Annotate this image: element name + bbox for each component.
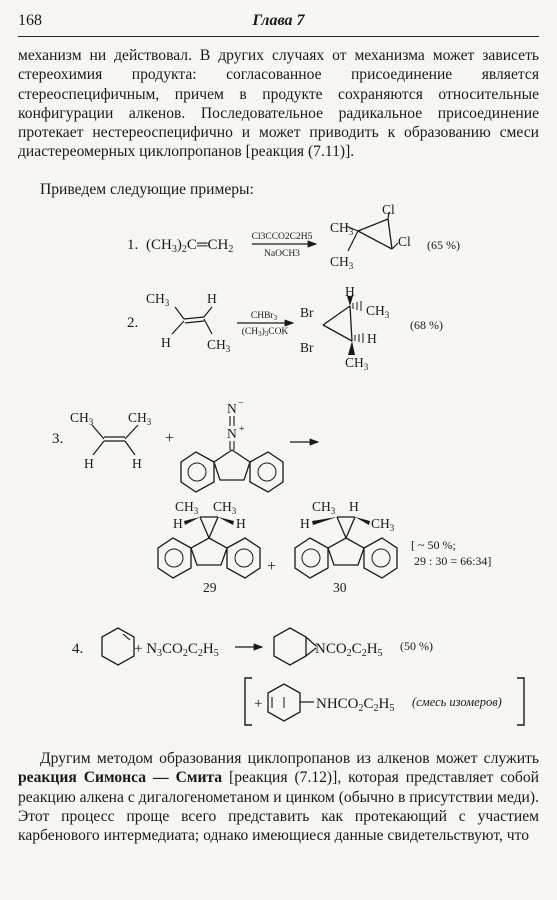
reaction-4-yield: (50 %)	[400, 639, 433, 653]
paragraph-3-end: [реакция (7.12)], которая представляет с…	[18, 769, 540, 845]
paragraph-1: механизм ни действовал. В других случаях…	[18, 47, 539, 161]
svg-text:CH3: CH3	[345, 355, 369, 372]
product-30: CH3 H H CH3 30	[294, 499, 398, 595]
reaction-1-number: 1.	[127, 237, 138, 253]
cyclohexene	[101, 627, 135, 666]
plus-sign: +	[165, 430, 174, 447]
svg-text:+: +	[239, 424, 245, 435]
svg-text:H: H	[161, 335, 171, 350]
reaction-1-reagent-bottom: NaOCH3	[264, 249, 300, 259]
svg-text:CH3: CH3	[175, 499, 199, 516]
svg-text:H: H	[345, 284, 355, 299]
svg-text:CH3: CH3	[366, 303, 390, 320]
page-number: 168	[18, 12, 42, 29]
svg-text:NHCO2C2H5: NHCO2C2H5	[316, 696, 394, 714]
side-product-bracket: + NHCO2C2H5 (смесь изомеров)	[244, 677, 525, 726]
reaction-name: реакция Симонса — Смита	[18, 769, 223, 787]
svg-text:H: H	[84, 456, 94, 471]
svg-text:N: N	[227, 401, 237, 416]
svg-text:H: H	[173, 516, 183, 531]
paragraph-3: Другим методом образования циклопропанов…	[18, 749, 539, 845]
reaction-1-reagent-top: Cl3CCO2C2H5	[252, 232, 313, 242]
reaction-3: 3. CH3 CH3 H H + N − N +	[52, 398, 491, 595]
reaction-1-yield: (65 %)	[427, 238, 460, 252]
svg-text:CH3: CH3	[70, 410, 94, 427]
svg-text:H: H	[349, 499, 359, 514]
svg-text:H: H	[367, 331, 377, 346]
paragraph-3-start: Другим методом образования циклопропанов…	[40, 750, 539, 767]
reaction-1: 1. (CH3)2C═CH2 Cl3CCO2C2H5 NaOCH3 CH3 CH…	[127, 202, 460, 271]
reaction-2-reagent-bottom: (CH3)3COK	[242, 326, 289, 338]
svg-text:CH3: CH3	[128, 410, 152, 427]
diazofluorene: N − N +	[180, 398, 284, 493]
svg-text:−: −	[238, 398, 244, 409]
product-29: CH3 CH3 H H 29	[157, 499, 261, 595]
page-header: 168 Глава 7	[18, 10, 539, 37]
reaction-4-product: NCO2C2H5	[273, 627, 383, 666]
reaction-4: 4. + N3CO2C2H5 NCO2C2H5 (50 %) + NHCO2C2…	[72, 627, 525, 726]
svg-text:CH3: CH3	[207, 337, 231, 354]
svg-text:CH3: CH3	[330, 254, 354, 271]
side-product-note: (смесь изомеров)	[412, 695, 502, 709]
svg-text:CH3: CH3	[146, 291, 170, 308]
reaction-3-ratio-2: 29 : 30 = 66:34]	[414, 554, 491, 568]
svg-text:CH3: CH3	[213, 499, 237, 516]
svg-text:Br: Br	[300, 340, 314, 355]
reaction-2-reactant: CH3 H H CH3	[146, 291, 231, 354]
product-29-label: 29	[203, 580, 217, 595]
svg-text:Br: Br	[300, 305, 314, 320]
reaction-3-ratio-1: [ ~ 50 %;	[411, 538, 456, 552]
svg-text:+: +	[254, 696, 262, 712]
svg-text:H: H	[236, 516, 246, 531]
reaction-1-product: CH3 CH3 Cl Cl	[330, 202, 411, 271]
svg-text:NCO2C2H5: NCO2C2H5	[315, 641, 383, 659]
product-30-label: 30	[333, 580, 347, 595]
reaction-2-reagent-top: CHBr3	[251, 311, 278, 322]
reaction-3-number: 3.	[52, 431, 63, 447]
reaction-2-product: Br Br H CH3 H CH3	[300, 284, 390, 372]
reaction-4-reagent: + N3CO2C2H5	[134, 641, 219, 659]
svg-text:H: H	[132, 456, 142, 471]
svg-text:CH3: CH3	[330, 220, 354, 237]
svg-text:CH3: CH3	[312, 499, 336, 516]
reaction-1-reactant: (CH3)2C═CH2	[146, 237, 233, 255]
reaction-3-reactant: CH3 CH3 H H	[70, 410, 152, 471]
reaction-2-yield: (68 %)	[410, 318, 443, 332]
svg-text:H: H	[300, 516, 310, 531]
svg-text:Cl: Cl	[382, 202, 395, 217]
reaction-4-number: 4.	[72, 641, 83, 657]
reaction-2: 2. CH3 H H CH3 CHBr3 (CH3)3COK Br Br H	[127, 284, 443, 372]
paragraph-2: Приведем следующие примеры:	[40, 181, 254, 198]
svg-text:H: H	[207, 291, 217, 306]
svg-text:CH3: CH3	[371, 516, 395, 533]
svg-text:N: N	[227, 426, 237, 441]
chapter-title: Глава 7	[252, 12, 305, 29]
reaction-2-number: 2.	[127, 315, 138, 331]
svg-text:Cl: Cl	[398, 234, 411, 249]
plus-sign-products: +	[267, 558, 276, 575]
